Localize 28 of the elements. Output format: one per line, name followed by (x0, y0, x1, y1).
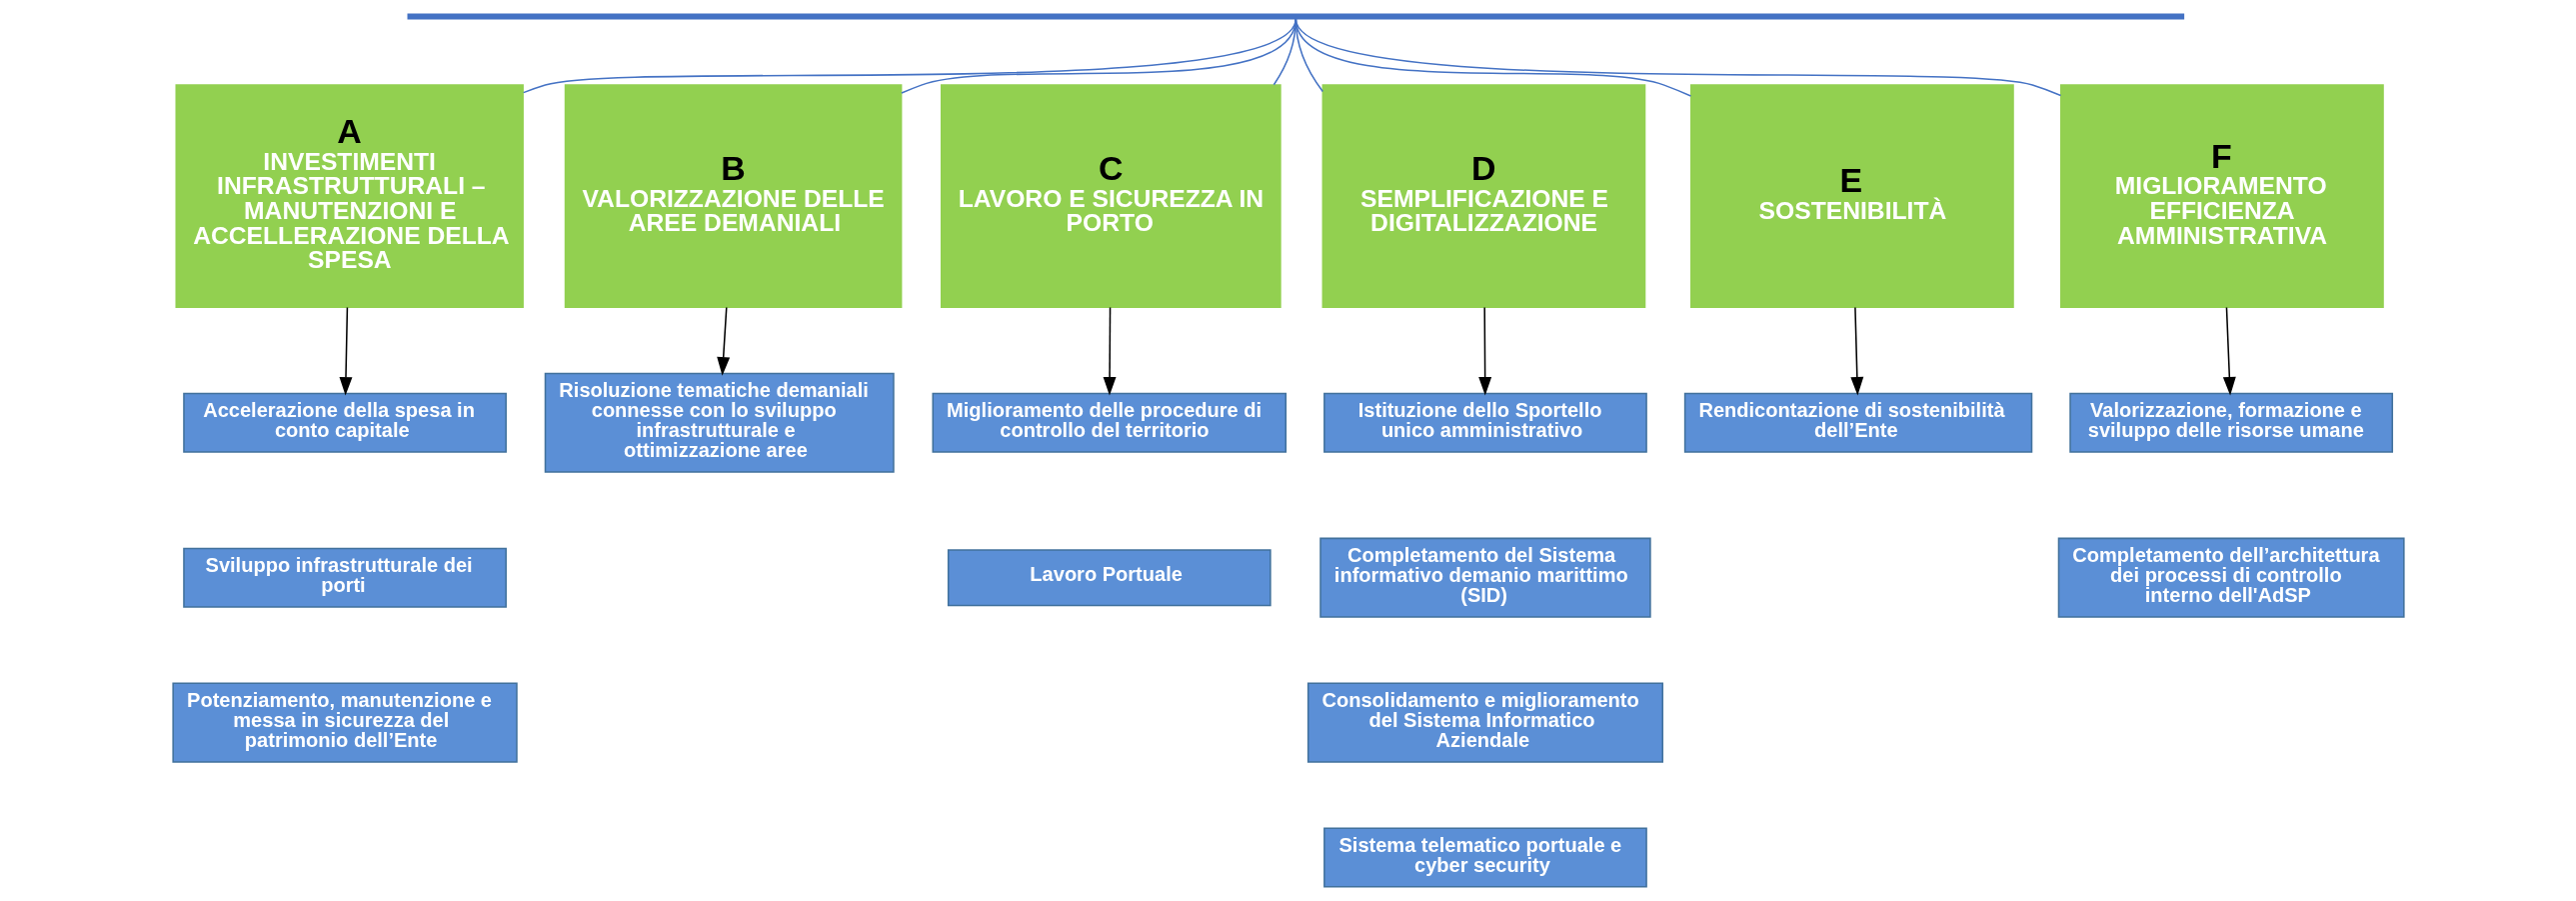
node-box: A INVESTIMENTI INFRASTRUTTURALI – MANUTENZIONI E ACCELLERAZIONE DELLA SPESA (175, 84, 524, 308)
connector (522, 18, 1296, 94)
arrow (1477, 306, 1491, 396)
node-box: B VALORIZZAZIONE DELLE AREE DEMANIALI (564, 84, 902, 308)
node-box: Lavoro Portuale (947, 549, 1272, 607)
connector (1294, 18, 2061, 97)
arrow (1103, 306, 1117, 396)
node-box: Sviluppo infrastrutturale dei porti (182, 547, 507, 608)
node-box: C LAVORO E SICUREZZA IN PORTO (940, 84, 1282, 308)
node-box: Completamento del Sistema informativo demanio marittimo (SID) (1318, 537, 1651, 618)
node-box: Rendicontazione di sostenibilità dell’Ente (1683, 392, 2032, 453)
node-box: F MIGLIORAMENTO EFFICIENZA AMMINISTRATIVA (2059, 84, 2384, 308)
node-box: D SEMPLIFICAZIONE E DIGITALIZZAZIONE (1321, 84, 1645, 308)
node-box: Istituzione dello Sportello unico amministrativo (1322, 392, 1647, 453)
node-bar (407, 13, 2184, 20)
node-box: E SOSTENIBILITÀ (1689, 84, 2014, 308)
arrow (716, 306, 730, 376)
node-box: Consolidamento e miglioramento del Sistema Informatico Aziendale (1306, 682, 1663, 763)
node-box: Accelerazione della spesa in conto capitale (182, 392, 507, 453)
arrow (339, 306, 352, 396)
node-box: Valorizzazione, formazione e sviluppo delle risorse umane (2068, 392, 2393, 453)
node-box: Completamento dell’architettura dei processi di controllo interno dell'AdSP (2057, 537, 2405, 618)
node-box: Miglioramento delle procedure di controllo del territorio (931, 392, 1287, 453)
node-box: Potenziamento, manutenzione e messa in sicurezza del patrimonio dell’Ente (171, 682, 518, 763)
arrow (2222, 306, 2236, 396)
node-box: Sistema telematico portuale e cyber security (1322, 827, 1647, 888)
node-box: Risoluzione tematiche demaniali connesse con lo sviluppo infrastrutturale e ottimizzazione aree (544, 372, 895, 473)
arrow (1849, 306, 1863, 396)
